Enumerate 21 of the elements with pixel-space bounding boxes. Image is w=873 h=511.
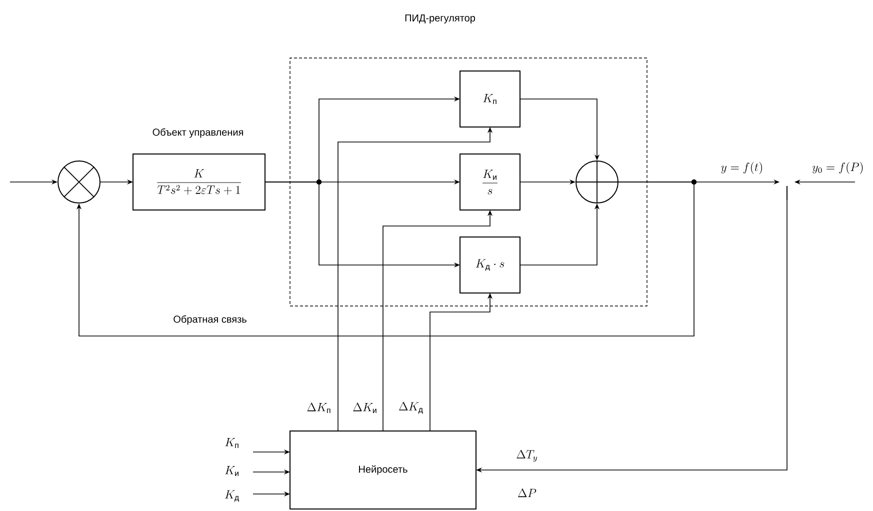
node-label: ПИД-регулятор xyxy=(405,14,476,24)
arrow xyxy=(76,182,694,336)
edge-label: $\Delta T_y$ xyxy=(515,449,539,463)
neural-network-box: Нейросеть xyxy=(290,430,476,510)
edge-label: $K_{\text{д}}$ xyxy=(223,489,241,503)
gain-box: $K_{\text{п}}$ xyxy=(460,70,520,128)
comparator-circle xyxy=(58,160,100,204)
edge-label: $K_{\text{п}}$ xyxy=(224,437,240,449)
edge-label: $K_{\text{и}}$ xyxy=(224,465,240,477)
edge-label: $\Delta K_{\text{д}}$ xyxy=(398,401,424,415)
edge-label: $y=f(t)$ xyxy=(720,161,764,175)
edge-label: Обратная связь xyxy=(172,314,248,326)
edge-label: $y_0=f(P)$ xyxy=(811,161,865,175)
transfer-function-box: Объект управления $\frac{K}{T^2s^2+2\varepsilon Ts+1}$ xyxy=(132,128,266,210)
gain-box: $K_{\text{д}}\cdot s$ xyxy=(460,236,520,294)
edge-label: $\Delta K_{\text{п}}$ xyxy=(306,402,332,414)
gain-box: $\frac{K_{\text{и}}}{s}$ xyxy=(460,154,520,210)
edge-label: $\Delta K_{\text{и}}$ xyxy=(352,402,378,414)
summing-circle xyxy=(576,160,618,204)
signal-label: $\Delta P$ xyxy=(518,488,536,498)
node-label: Объект управления xyxy=(152,128,243,138)
